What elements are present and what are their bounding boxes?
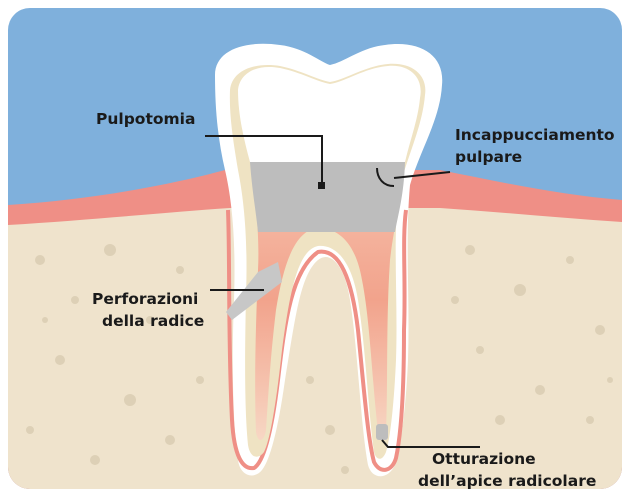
label-pulp-capping-line1: Incappucciamento (455, 126, 615, 144)
apex-filling (376, 424, 388, 440)
label-apex-filling-line2: dell’apice radicolare (418, 472, 596, 490)
label-root-perforation-line2: della radice (102, 312, 204, 330)
label-pulpotomy: Pulpotomia (96, 110, 195, 128)
label-pulp-capping-line2: pulpare (455, 148, 522, 166)
scene (8, 8, 622, 489)
pulpotomy-marker (318, 182, 325, 189)
label-root-perforation-line1: Perforazioni (92, 290, 198, 308)
label-apex-filling-line1: Otturazione (432, 450, 536, 468)
pulpotomy-filling (250, 162, 405, 232)
